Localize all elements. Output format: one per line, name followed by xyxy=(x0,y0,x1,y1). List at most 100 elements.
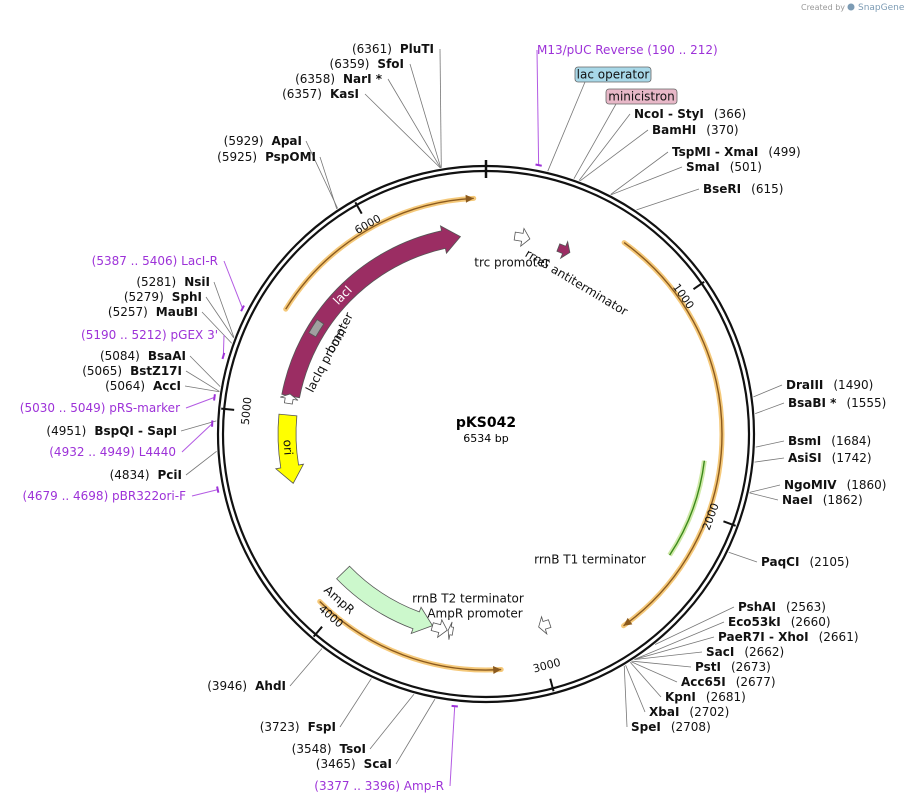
leader-line xyxy=(631,660,692,668)
site-position: (5064) xyxy=(105,379,145,393)
site-position: (3465) xyxy=(316,757,356,771)
primer-label: (5030 .. 5049) pRS-marker xyxy=(20,401,180,415)
leader-line xyxy=(439,48,442,168)
feature-tag-box xyxy=(605,88,678,105)
site-label: (3723) FspI xyxy=(260,720,336,734)
credit-prefix: Created by xyxy=(801,3,845,12)
site-enzyme: (1490) xyxy=(833,378,873,392)
leader-line xyxy=(749,484,781,493)
site-position: SacI xyxy=(706,645,734,659)
site-position: (3946) xyxy=(207,679,247,693)
leader-line xyxy=(610,151,669,195)
feature-bom xyxy=(308,318,325,338)
site-label: TspMI - XmaI (499) xyxy=(672,145,801,159)
site-label: KpnI(2681) xyxy=(665,690,746,704)
site-position: (5084) xyxy=(100,349,140,363)
leader-line xyxy=(185,450,217,476)
tick-mark xyxy=(221,407,235,411)
leader-line xyxy=(634,651,703,660)
site-enzyme: (499) xyxy=(768,145,800,159)
leader-line xyxy=(409,63,442,168)
primer-mark xyxy=(240,305,245,312)
site-position: TspMI - XmaI xyxy=(672,145,758,159)
primer-label: (3377 .. 3396) Amp-R xyxy=(314,779,444,793)
plasmid-length: 6534 bp xyxy=(463,432,508,445)
leader-line xyxy=(749,492,779,501)
site-position: (5925) xyxy=(217,150,257,164)
site-enzyme: (2662) xyxy=(744,645,784,659)
site-label: NaeI(1862) xyxy=(782,493,863,507)
feature-label: rrnB T2 terminator xyxy=(412,592,524,606)
leader-line xyxy=(629,661,662,698)
site-label: BsaBI *(1555) xyxy=(788,396,886,410)
tick-mark xyxy=(692,280,705,291)
primer-label: (4932 .. 4949) L4440 xyxy=(49,445,176,459)
site-position: AsiSI xyxy=(788,451,822,465)
site-position: (5279) xyxy=(124,290,164,304)
orf-arc-glow xyxy=(283,195,477,312)
feature-label: ori xyxy=(280,439,295,456)
site-enzyme: (366) xyxy=(714,107,746,121)
site-position: XbaI xyxy=(649,705,679,719)
green-orf-arc xyxy=(669,460,706,556)
site-enzyme: (1684) xyxy=(831,434,871,448)
leader-line xyxy=(755,402,785,415)
snapgene-logo-icon xyxy=(847,3,855,11)
site-enzyme: (370) xyxy=(706,123,738,137)
site-position: (3723) xyxy=(260,720,300,734)
site-enzyme: (501) xyxy=(730,160,762,174)
tick-label: 5000 xyxy=(239,396,255,425)
leader-line xyxy=(364,93,441,169)
site-label: BamHI(370) xyxy=(652,123,739,137)
site-label: (6357)KasI xyxy=(282,87,359,101)
site-enzyme: (2673) xyxy=(731,660,771,674)
site-enzyme: (2660) xyxy=(791,615,831,629)
site-label: (5257)MauBI xyxy=(108,305,198,319)
site-enzyme: (2677) xyxy=(736,675,776,689)
tick-mark xyxy=(354,201,363,215)
site-enzyme: KasI xyxy=(330,87,359,101)
leader-line xyxy=(610,166,683,196)
primer-leader xyxy=(185,396,215,409)
site-enzyme: FspI xyxy=(308,720,336,734)
feature-ori xyxy=(274,413,305,484)
site-label: SmaI(501) xyxy=(686,160,762,174)
primer-mark xyxy=(216,486,220,493)
site-label: XbaI(2702) xyxy=(649,705,729,719)
feature-trc-promoter xyxy=(513,227,531,248)
leader-line xyxy=(625,664,646,713)
site-position: NgoMIV xyxy=(784,478,837,492)
site-enzyme: MauBI xyxy=(156,305,198,319)
primer-mark xyxy=(221,352,226,360)
site-label: (5281)NsiI xyxy=(136,275,210,289)
site-enzyme: SphI xyxy=(172,290,202,304)
site-enzyme: (615) xyxy=(751,182,783,196)
site-enzyme: (2563) xyxy=(786,600,826,614)
feature-label: trc promoter xyxy=(474,256,550,270)
site-label: (5084)BsaAI xyxy=(100,349,186,363)
site-position: PaqCI xyxy=(761,555,799,569)
primer-leader xyxy=(191,489,218,497)
site-enzyme: AccI xyxy=(153,379,181,393)
site-position: BsmI xyxy=(788,434,821,448)
snapgene-credit: Created by SnapGene xyxy=(801,3,905,13)
site-position: (4834) xyxy=(110,468,150,482)
site-label: (6358)NarI * xyxy=(295,72,383,86)
feature-rrng-antiterminator xyxy=(556,240,571,260)
site-enzyme: (2105) xyxy=(809,555,849,569)
site-enzyme: SfoI xyxy=(377,57,404,71)
leader-line xyxy=(753,384,783,398)
site-position: BseRI xyxy=(703,182,741,196)
site-position: PaeR7I - XhoI xyxy=(718,630,809,644)
backbone xyxy=(216,160,756,704)
site-enzyme: TsoI xyxy=(340,742,366,756)
site-position: (6359) xyxy=(330,57,370,71)
site-label: PstI (2673) xyxy=(695,660,771,674)
leader-line xyxy=(213,281,235,338)
primer-leader xyxy=(223,260,243,309)
site-position: PstI xyxy=(695,660,721,674)
tick-mark xyxy=(723,520,736,527)
orf-arc xyxy=(319,600,502,671)
